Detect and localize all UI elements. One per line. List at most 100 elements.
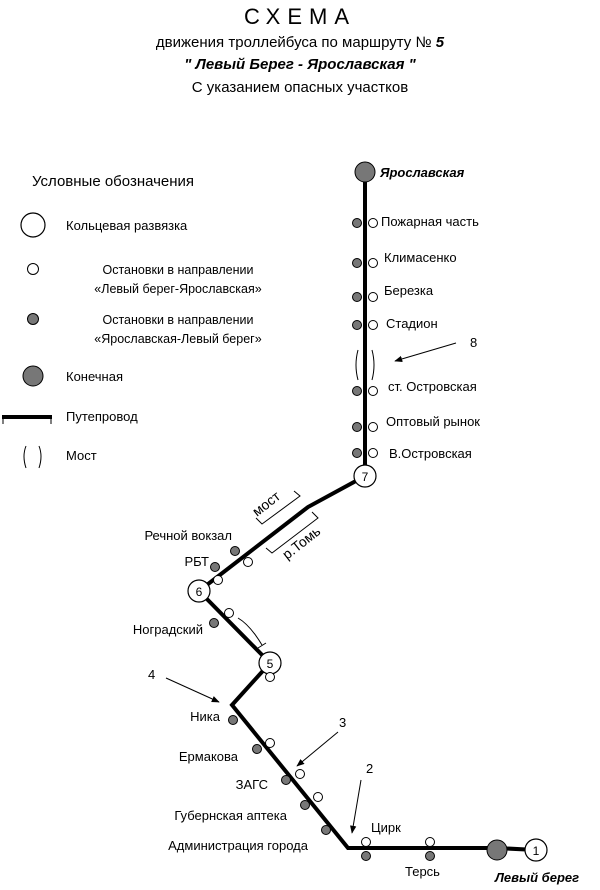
danger-zone-8: 8 (394, 335, 477, 363)
stop-light-icon (213, 575, 223, 585)
stop-cirk: Цирк (361, 820, 401, 861)
stop-label: ст. Островская (388, 379, 477, 394)
stop-dark-icon (352, 218, 362, 228)
overpass-mark-tom (255, 490, 301, 525)
danger-zone-2: 2 (350, 761, 373, 834)
stop-optovy: Оптовый рынок (352, 414, 480, 432)
stop-dark-icon (352, 422, 362, 432)
route-number: 5 (435, 34, 445, 51)
danger-arrow (165, 677, 220, 703)
stop-light-icon (361, 837, 371, 847)
legend-title: Условные обозначения (32, 173, 194, 190)
stop-admin: Администрация города (168, 825, 331, 853)
roundabout-1-icon (524, 838, 548, 862)
danger-arrow (394, 342, 457, 363)
terminal-leftbank-icon (486, 839, 508, 861)
stop-berezka: Березка (352, 283, 434, 302)
stop-dark-icon (300, 800, 310, 810)
stop-label: В.Островская (389, 446, 472, 461)
danger-arrow (296, 731, 339, 767)
legend-bridge-label: Мост (66, 448, 97, 463)
stop-label: Ноградский (133, 622, 203, 637)
stop-dark-icon (210, 562, 220, 572)
stop-dark-icon (352, 448, 362, 458)
roundabout-6-icon (187, 579, 211, 603)
stop-light-icon (265, 672, 275, 682)
stop-label: Ника (190, 709, 221, 724)
legend-dir1-line1: Остановки в направлении (102, 263, 253, 277)
stop-zags: ЗАГС (236, 769, 305, 792)
danger-number: 8 (470, 335, 477, 350)
legend: Условные обозначения Кольцевая развязка … (2, 173, 262, 469)
stop-rbt: РБТ (184, 554, 223, 585)
stop-dark-icon (321, 825, 331, 835)
stop-dark-icon (209, 618, 219, 628)
stop-label: Оптовый рынок (386, 414, 480, 429)
stop-label: Администрация города (168, 838, 309, 853)
roundabout-7-icon (353, 464, 377, 488)
stop-light-icon (368, 386, 378, 396)
stop-stadion: Стадион (352, 316, 438, 331)
stop-label: Речной вокзал (144, 528, 232, 543)
stop-label: Терсь (405, 864, 440, 879)
legend-roundabout-label: Кольцевая развязка (66, 218, 188, 233)
danger-zone-3: 3 (296, 715, 346, 767)
roundabout-6: 6 (187, 579, 211, 603)
stop-dark-icon (352, 292, 362, 302)
stop-dark-icon (352, 258, 362, 268)
bridge-mark-ostrovskaya-right (371, 349, 375, 381)
legend-bridge-icon (23, 445, 27, 469)
stop-apteka: Губернская аптека (174, 792, 323, 823)
danger-number: 2 (366, 761, 373, 776)
stop-label: Березка (384, 283, 434, 298)
roundabout-1-label: 1 (533, 844, 540, 858)
stop-label: Пожарная часть (381, 214, 479, 229)
legend-dark-stop-icon (27, 313, 39, 325)
stop-label: РБТ (184, 554, 209, 569)
roundabout-6-label: 6 (196, 585, 203, 599)
stop-light-icon (368, 292, 378, 302)
stop-label: Ермакова (179, 749, 239, 764)
stop-light-icon (224, 608, 234, 618)
label-most: мост (249, 487, 284, 519)
stop-klimasenko: Климасенко (352, 250, 457, 268)
danger-number: 3 (339, 715, 346, 730)
stop-ostrovskaya: ст. Островская (352, 379, 477, 396)
roundabout-7-label: 7 (362, 470, 369, 484)
terminal-yaroslavskaya-icon (354, 161, 376, 183)
stop-dark-icon (228, 715, 238, 725)
legend-terminal-icon (22, 365, 44, 387)
danger-subtitle: С указанием опасных участков (191, 79, 409, 96)
stop-dark-icon (230, 546, 240, 556)
stop-light-icon (425, 837, 435, 847)
stop-dark-icon (352, 320, 362, 330)
diagram-title: СХЕМА (244, 4, 356, 29)
danger-number: 4 (148, 667, 155, 682)
legend-bridge-icon-right (38, 445, 42, 469)
stop-pozharnaya: Пожарная часть (352, 214, 479, 229)
stop-dark-icon (352, 386, 362, 396)
roundabout-7: 7 (353, 464, 377, 488)
bridge-mark-nogradsky-tick (257, 642, 267, 649)
stop-label: Цирк (371, 820, 401, 835)
terminal-north-label: Ярославская (379, 165, 465, 180)
stop-rechnoy-vokzal: Речной вокзал (144, 528, 253, 567)
stop-light-icon (243, 557, 253, 567)
legend-light-stop-icon (27, 263, 39, 275)
bridge-mark-tom (265, 511, 319, 554)
stop-v-ostrovskaya: В.Островская (352, 446, 472, 461)
stop-ermakova: Ермакова (179, 738, 275, 764)
stop-dark-icon (361, 851, 371, 861)
bridge-mark-ostrovskaya-left (355, 349, 359, 381)
diagram-subtitle: движения троллейбуса по маршруту № 5 (0, 34, 600, 51)
legend-terminal-label: Конечная (66, 369, 123, 384)
stop-label: ЗАГС (236, 777, 268, 792)
stop-light-icon (368, 422, 378, 432)
legend-overpass-label: Путепровод (66, 409, 138, 424)
bridge-mark-nogradsky (237, 617, 263, 646)
roundabout-5: 5 (258, 651, 282, 675)
stop-dark-icon (425, 851, 435, 861)
stop-light-icon (368, 218, 378, 228)
stop-label: Губернская аптека (174, 808, 287, 823)
